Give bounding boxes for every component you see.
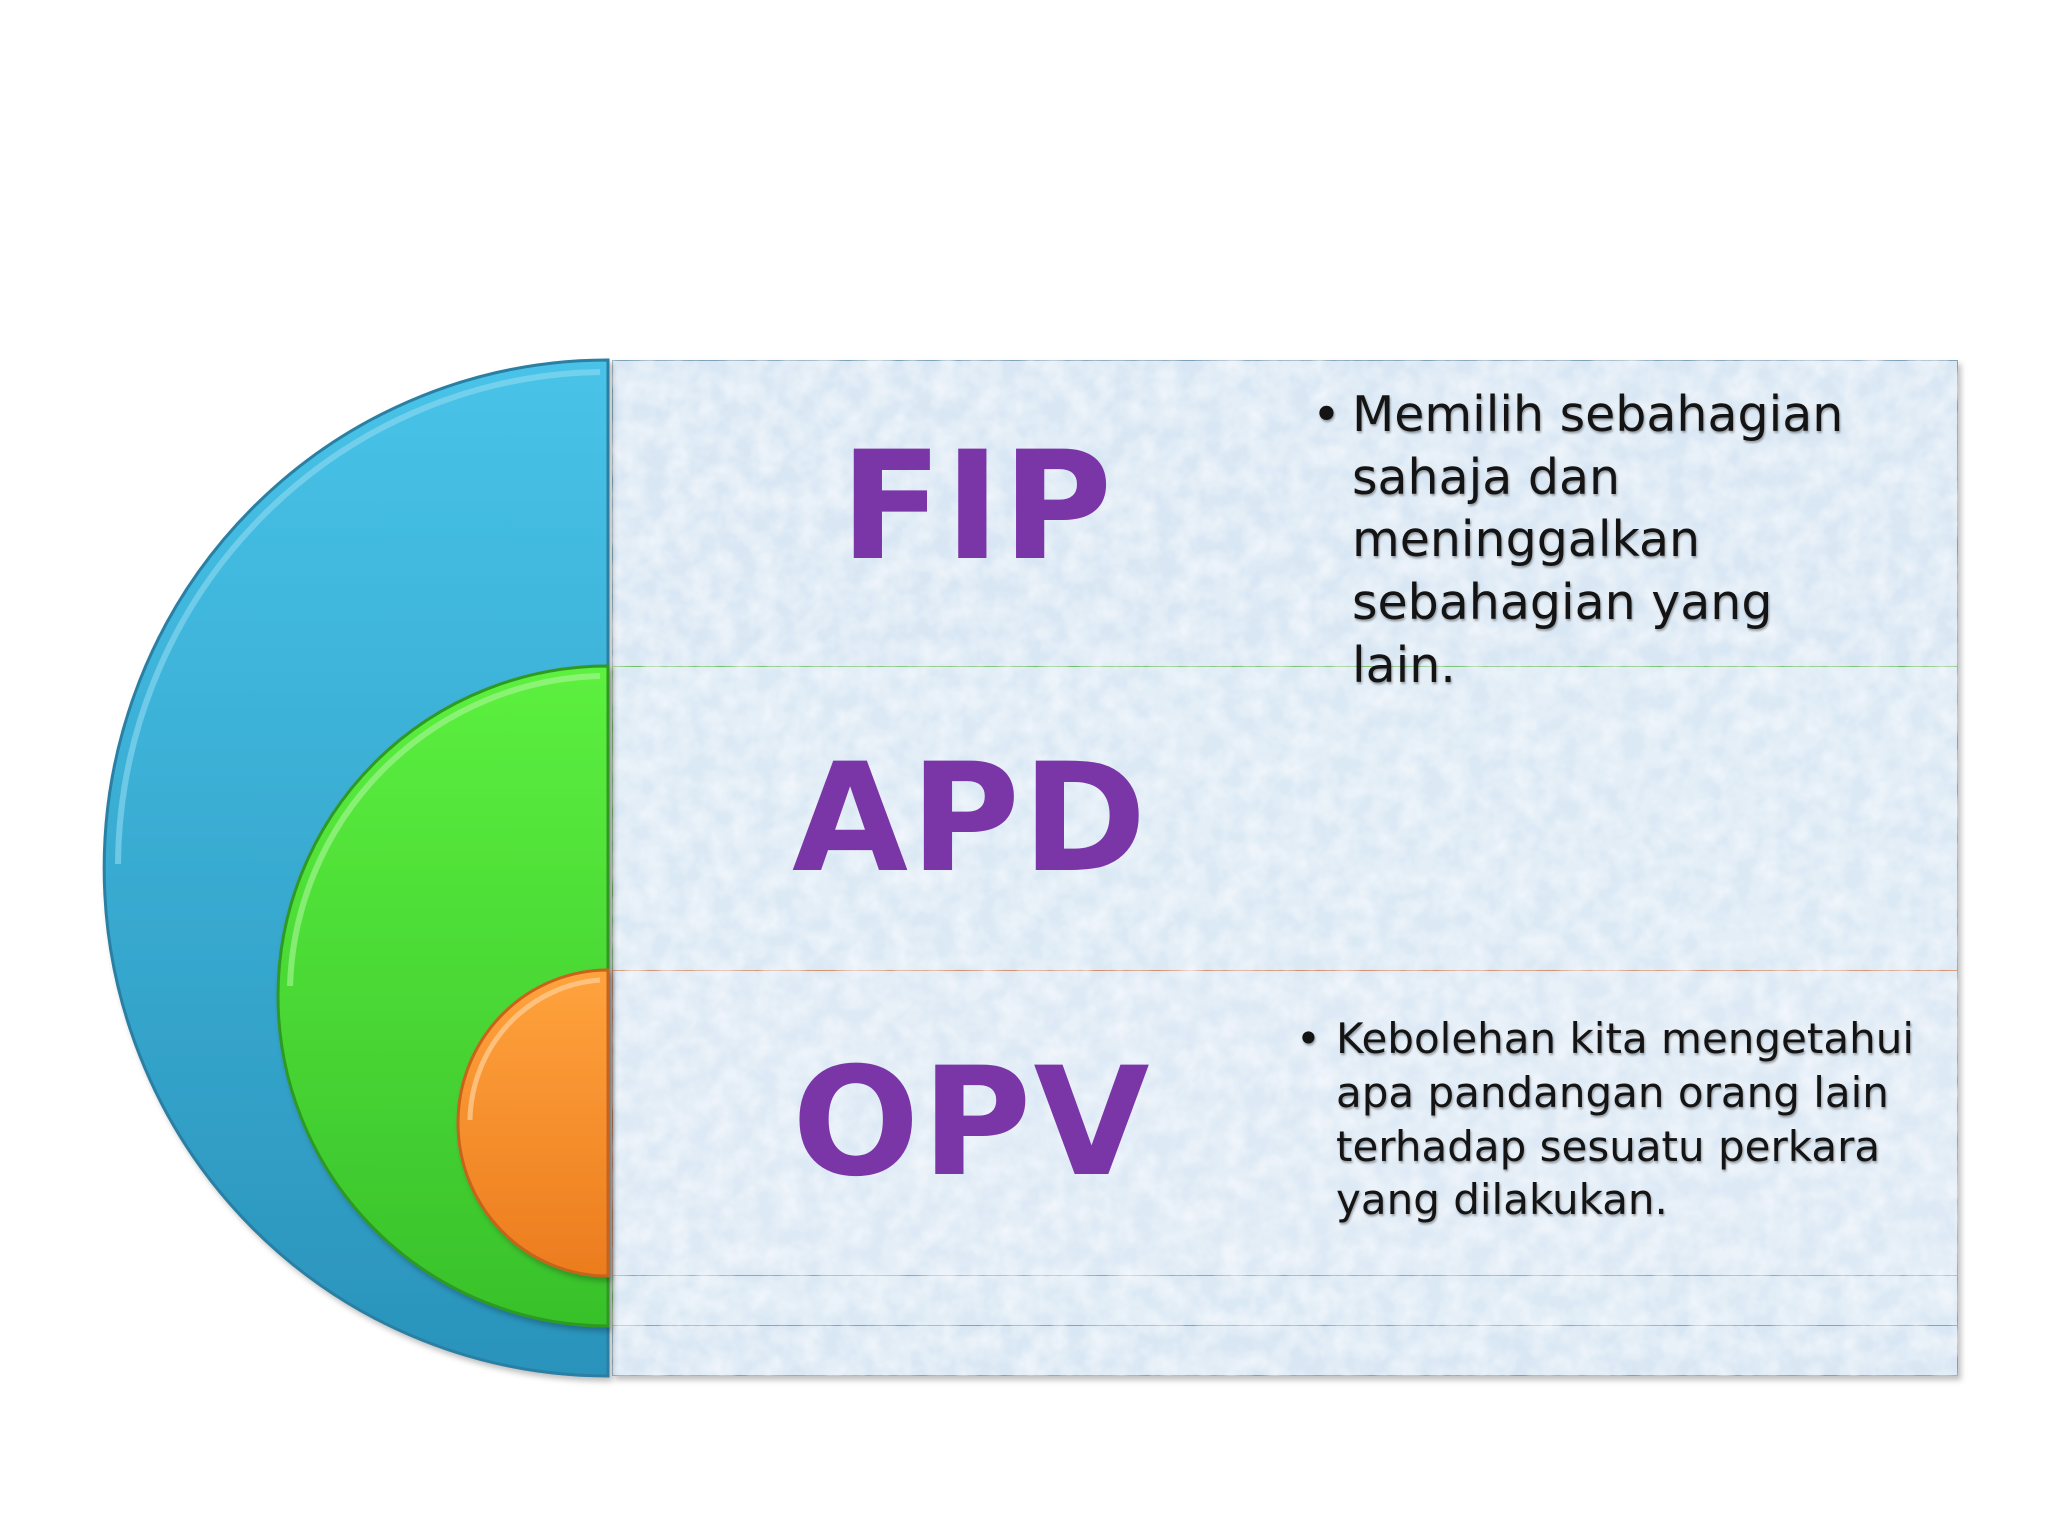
inner-half-circle (456, 968, 610, 1278)
middle-highlight (287, 673, 601, 987)
description-fip-text: Memilih sebahagian sahaja dan meninggalk… (1352, 386, 1844, 694)
bullet-opv: • (1296, 1014, 1321, 1063)
description-opv-text: Kebolehan kita mengetahui apa pandangan … (1336, 1014, 1915, 1225)
label-apd: APD (792, 732, 1149, 906)
outer-highlight (115, 369, 601, 865)
description-opv: • Kebolehan kita mengetahui apa pandanga… (1296, 1012, 1936, 1227)
label-opv: OPV (792, 1036, 1152, 1210)
panel-inner (611, 969, 1959, 1277)
inner-highlight (467, 977, 601, 1121)
bullet-fip: • (1312, 386, 1341, 443)
description-fip: • Memilih sebahagian sahaja dan meningga… (1312, 384, 1872, 698)
label-fip: FIP (840, 420, 1115, 594)
